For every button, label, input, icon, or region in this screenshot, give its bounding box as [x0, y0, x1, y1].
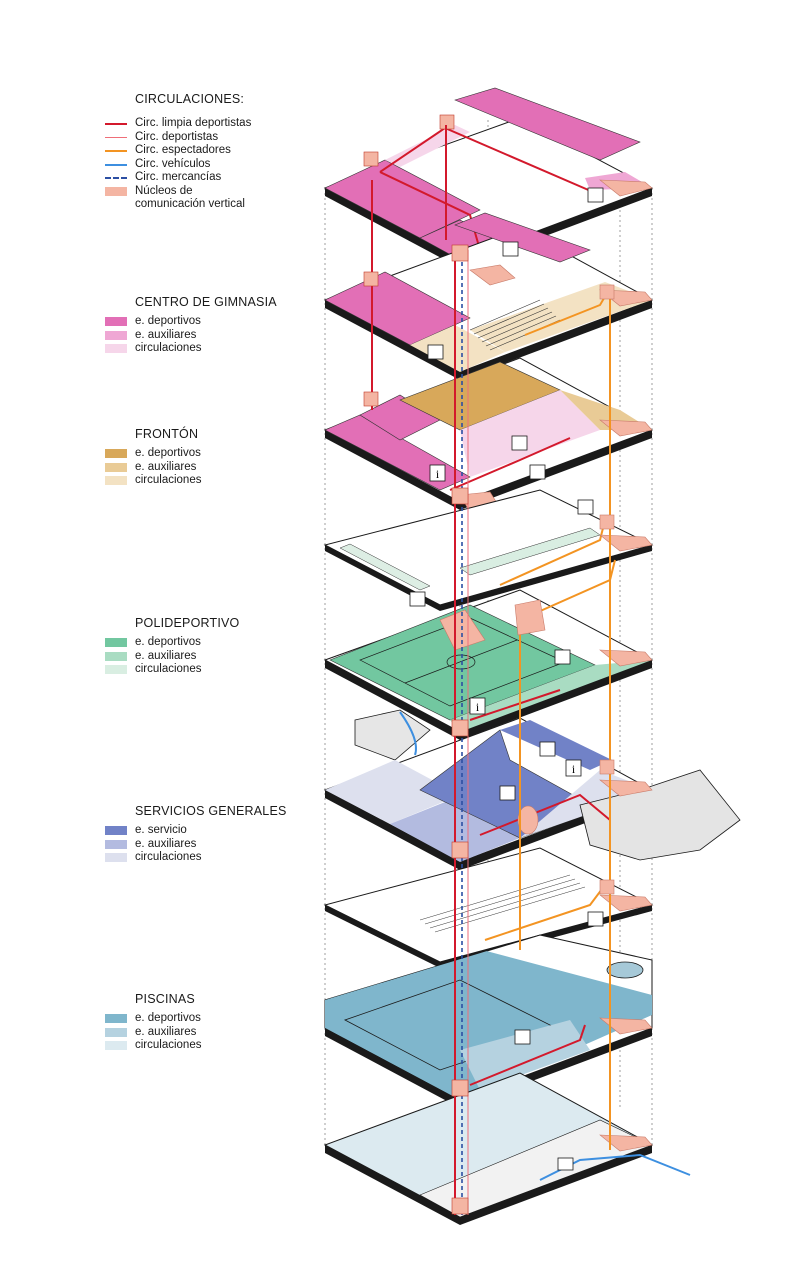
info-icon	[469, 697, 486, 715]
level-piscinas: i	[324, 934, 653, 1108]
legend-item: e. deportivos	[105, 447, 325, 461]
legend-item: circulaciones	[105, 663, 325, 677]
level-polideportivo-gallery	[323, 489, 654, 611]
legend-swatch	[105, 665, 127, 674]
restroom-icon	[587, 187, 604, 203]
legend-servicios: SERVICIOS GENERALES e. servicio e. auxil…	[105, 804, 325, 865]
restroom-icon	[427, 344, 444, 360]
legend-item: circulaciones	[105, 1039, 325, 1053]
legend-swatch	[105, 344, 127, 353]
legend-item-circ-mercancias: Circ. mercancías	[105, 171, 325, 185]
legend-item: e. auxiliares	[105, 461, 325, 475]
restroom-icon	[587, 911, 604, 927]
legend-item: circulaciones	[105, 851, 325, 865]
legend-swatch	[105, 462, 127, 472]
legend-title: CIRCULACIONES:	[135, 92, 245, 106]
legend-item-circ-deportistas: Circ. deportistas	[105, 131, 325, 145]
legend-item: circulaciones	[105, 474, 325, 488]
legend-item-circ-vehiculos: Circ. vehículos	[105, 158, 325, 172]
restroom-icon	[409, 591, 426, 607]
legend-item: e. auxiliares	[105, 329, 325, 343]
legend-item-circ-limpia: Circ. limpia deportistas	[105, 117, 325, 131]
legend-swatch	[105, 186, 127, 196]
legend-item-circ-espectadores: Circ. espectadores	[105, 144, 325, 158]
legend-swatch	[105, 330, 127, 340]
legend-swatch	[105, 150, 127, 152]
locker-icon	[511, 435, 528, 451]
legend-swatch	[105, 1014, 127, 1023]
locker-icon	[529, 464, 546, 480]
legend-swatch	[105, 651, 127, 661]
legend-item-nucleos: Núcleos de comunicación vertical	[105, 185, 325, 213]
legend-item: e. deportivos	[105, 1012, 325, 1026]
level-servicios: i	[323, 717, 741, 870]
legend-item: e. auxiliares	[105, 650, 325, 664]
locker-icon	[554, 649, 571, 665]
legend-swatch	[105, 853, 127, 862]
legend-swatch	[105, 449, 127, 458]
legend-swatch	[105, 317, 127, 326]
legend-swatch	[105, 826, 127, 835]
legend-swatch	[105, 163, 127, 166]
legend-swatch	[105, 1027, 127, 1037]
legend-circulaciones: CIRCULACIONES: Circ. limpia deportistas …	[105, 92, 325, 213]
legend-item: e. deportivos	[105, 315, 325, 329]
cafe-icon	[539, 741, 556, 757]
restroom-icon	[502, 241, 519, 257]
info-icon-glyph: i	[436, 467, 440, 481]
legend-swatch	[105, 123, 127, 125]
legend-swatch	[105, 476, 127, 485]
legend-swatch	[105, 638, 127, 647]
level-gimnasia-2	[323, 212, 654, 380]
info-icon-glyph: i	[476, 700, 480, 714]
car-icon	[557, 1157, 574, 1171]
info-icon-glyph: i	[572, 762, 576, 776]
legend-gimnasia: CENTRO DE GIMNASIA e. deportivos e. auxi…	[105, 295, 325, 356]
legend-item: e. auxiliares	[105, 838, 325, 852]
legend-swatch	[105, 136, 127, 138]
vertical-circulation	[363, 125, 615, 1215]
legend-swatch	[105, 839, 127, 849]
restroom-icon	[499, 785, 516, 801]
level-fronton: i	[323, 357, 654, 513]
legend-polideportivo: POLIDEPORTIVO e. deportivos e. auxiliare…	[105, 616, 325, 677]
legend-item: e. servicio	[105, 824, 325, 838]
legend-fronton: FRONTÓN e. deportivos e. auxiliares circ…	[105, 427, 325, 488]
legend-swatch	[105, 1041, 127, 1050]
info-icon	[429, 464, 446, 482]
legend-title: PISCINAS	[135, 992, 195, 1006]
legend-swatch	[105, 177, 127, 179]
locker-icon	[514, 1029, 531, 1045]
legend-title: CENTRO DE GIMNASIA	[135, 295, 277, 309]
legend-piscinas: PISCINAS e. deportivos e. auxiliares cir…	[105, 992, 325, 1053]
level-polideportivo: i	[323, 559, 654, 761]
legend-title: SERVICIOS GENERALES	[135, 804, 287, 818]
restroom-icon	[577, 499, 594, 515]
legend-item: e. auxiliares	[105, 1026, 325, 1040]
legend-item: e. deportivos	[105, 636, 325, 650]
legend-title: FRONTÓN	[135, 427, 199, 441]
legend-item: circulaciones	[105, 342, 325, 356]
info-icon	[565, 759, 582, 777]
legend-title: POLIDEPORTIVO	[135, 616, 240, 630]
level-parking	[323, 1072, 691, 1225]
